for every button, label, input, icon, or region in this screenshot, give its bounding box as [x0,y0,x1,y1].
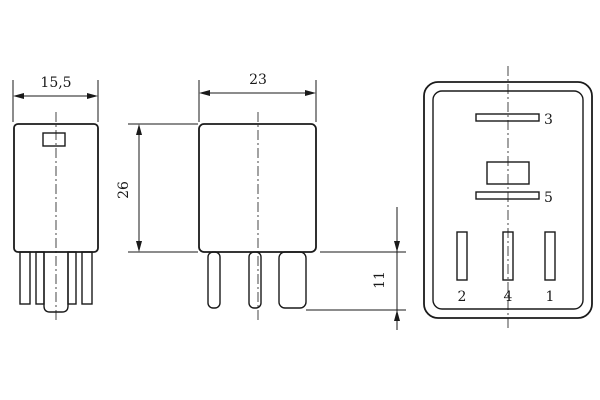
pin-length-arrow-top [394,241,400,252]
side-pin-inner-right [67,251,77,305]
pin-1-label: 1 [546,289,555,305]
side-width-label: 15,5 [40,75,71,91]
side-pin-inner-left [35,251,45,305]
pin-4-terminal [502,231,514,281]
height-arrow-bottom [136,241,142,252]
side-window [42,132,66,147]
pin-2-terminal [456,231,468,281]
pin-5-label: 5 [544,190,553,206]
front-pin-left [207,251,221,309]
front-width-arrow-left [199,90,210,96]
pin-length-label: 11 [372,271,388,289]
pin-3-terminal [475,113,540,122]
front-width-arrow-right [305,90,316,96]
side-width-arrow-right [87,93,98,99]
front-view: 23 26 [116,72,317,320]
front-pin-wide [278,251,307,309]
side-view: 15,5 [12,75,99,320]
height-label: 26 [116,181,132,199]
pin-1-terminal [544,231,556,281]
front-body [198,123,317,253]
side-pin-right [81,251,93,305]
pin-2-label: 2 [458,289,467,305]
height-arrow-top [136,124,142,135]
pin-4-label: 4 [504,289,513,305]
pin-length-arrow-bottom [394,310,400,321]
side-pin-left [19,251,31,305]
pin-3-label: 3 [544,112,553,128]
pin-5-terminal [475,191,540,200]
bottom-view: 3 5 2 4 1 [423,66,593,330]
side-pin-center [43,252,69,313]
side-width-arrow-left [13,93,24,99]
pin-length-dimension: 11 [306,207,406,330]
center-block [486,161,530,185]
front-pin-center [248,251,262,309]
front-width-label: 23 [249,72,267,88]
